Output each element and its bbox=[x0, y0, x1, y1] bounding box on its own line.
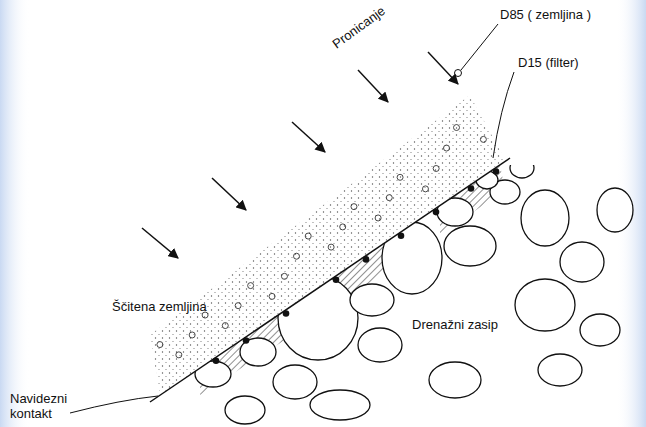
soil-d85-label: D85 ( zemljina ) bbox=[500, 8, 591, 23]
seepage-label: Pronicanje bbox=[330, 4, 388, 52]
leader-line bbox=[493, 72, 514, 158]
filter-d15-label: D15 (filter) bbox=[518, 56, 579, 71]
contact-points bbox=[213, 168, 500, 364]
leader-line bbox=[70, 396, 158, 413]
soil-band bbox=[150, 95, 505, 395]
protected-soil-label: Ščitena zemljina bbox=[112, 300, 207, 315]
drain-fill-label: Drenažni zasip bbox=[412, 318, 498, 333]
frame-edge bbox=[0, 0, 30, 427]
leader-line bbox=[461, 24, 498, 70]
contact-line bbox=[150, 158, 510, 402]
drain-rocks bbox=[195, 158, 633, 424]
contact-label: Navidezni kontakt bbox=[10, 392, 80, 422]
contact-hatch bbox=[200, 165, 505, 395]
seepage-arrows bbox=[142, 52, 458, 258]
grain-marker bbox=[455, 70, 462, 77]
